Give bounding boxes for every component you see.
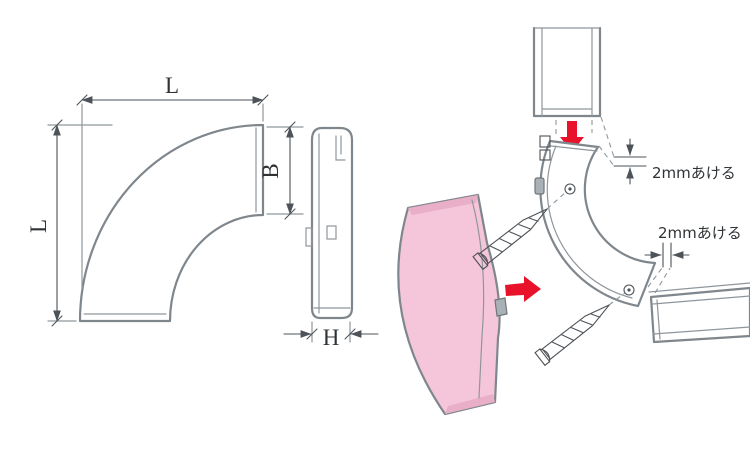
gap-leader	[647, 267, 663, 288]
dimension-length-top: L	[76, 73, 269, 289]
dim-label-top: L	[165, 73, 179, 98]
screw-thread	[508, 231, 522, 238]
corner-base-top-lip	[550, 145, 598, 152]
corner-base-lip-arc	[546, 145, 633, 299]
tick	[51, 315, 63, 327]
gap-leader	[598, 145, 615, 167]
elbow-side-view	[305, 126, 354, 320]
dimension-h: H	[283, 321, 379, 350]
duct-outline	[649, 286, 750, 344]
screw-head	[534, 348, 551, 367]
gap-leader	[654, 267, 671, 294]
dimension-b: B	[258, 121, 304, 220]
dim-label-b: B	[258, 163, 283, 178]
screw-head-dome	[477, 252, 489, 267]
corner-base-outline	[539, 139, 657, 308]
tick	[344, 328, 356, 340]
screw-axis-dashed	[608, 292, 626, 306]
screw-thread	[580, 320, 593, 326]
corner-base-clip	[539, 149, 551, 161]
screw-thread	[489, 245, 503, 253]
corner-base-snap-tab	[534, 177, 545, 195]
side-view-clip	[335, 135, 346, 161]
side-view-latch	[326, 225, 337, 240]
elbow-front-view	[78, 123, 265, 323]
vertical-duct	[532, 26, 602, 118]
screw	[472, 208, 548, 271]
screw-boss-center	[627, 288, 631, 292]
gap-leader	[600, 116, 615, 158]
screw-thread	[590, 313, 601, 318]
tick	[257, 94, 269, 106]
screw	[534, 304, 610, 367]
dim-label-h: H	[323, 325, 340, 350]
screw-thread	[560, 334, 575, 341]
corner-base-clip	[539, 135, 551, 148]
tick	[76, 94, 88, 106]
red-right-arrow	[505, 276, 541, 302]
cover-snap-tab	[494, 297, 508, 317]
side-view-tab	[305, 227, 313, 247]
screw-boss	[564, 183, 576, 195]
tick	[51, 119, 63, 131]
gap-note-side: 2mmあける	[658, 224, 742, 242]
screw-thread	[528, 217, 539, 222]
tick	[306, 328, 318, 340]
duct-top-edge	[648, 282, 750, 293]
screw-boss	[623, 284, 635, 296]
gap-dimension-side: 2mmあける	[644, 224, 742, 294]
cover-inner-line	[471, 199, 485, 399]
cover-bottom-face	[445, 394, 495, 414]
tick	[284, 208, 296, 220]
duct-wall-line	[652, 326, 750, 335]
side-view-outline	[310, 126, 354, 320]
gap-dimension-top: 2mmあける	[598, 116, 736, 185]
corner-base	[534, 135, 657, 308]
screw-boss-center	[568, 187, 572, 191]
dim-label-left: L	[26, 219, 51, 233]
cover-outline	[397, 193, 501, 416]
screw-head-dome	[539, 348, 551, 363]
elbow-outline	[78, 123, 265, 323]
pink-corner-cover	[397, 193, 508, 416]
dimension-length-left: L	[26, 119, 113, 327]
duct-wall-line	[652, 295, 750, 305]
screw-thread	[570, 327, 584, 334]
screw-thread	[518, 224, 531, 230]
screw-shank	[479, 208, 548, 264]
screw-thread	[498, 238, 513, 245]
horizontal-duct	[648, 282, 750, 344]
screw-thread	[551, 341, 565, 349]
duct-outline	[532, 26, 602, 118]
duct-end-line	[656, 299, 661, 340]
gap-note-top: 2mmあける	[652, 164, 736, 182]
screw-axis-dashed	[546, 191, 567, 210]
screw-shank	[541, 304, 610, 360]
cover-top-face	[408, 195, 478, 215]
tick	[284, 121, 296, 133]
